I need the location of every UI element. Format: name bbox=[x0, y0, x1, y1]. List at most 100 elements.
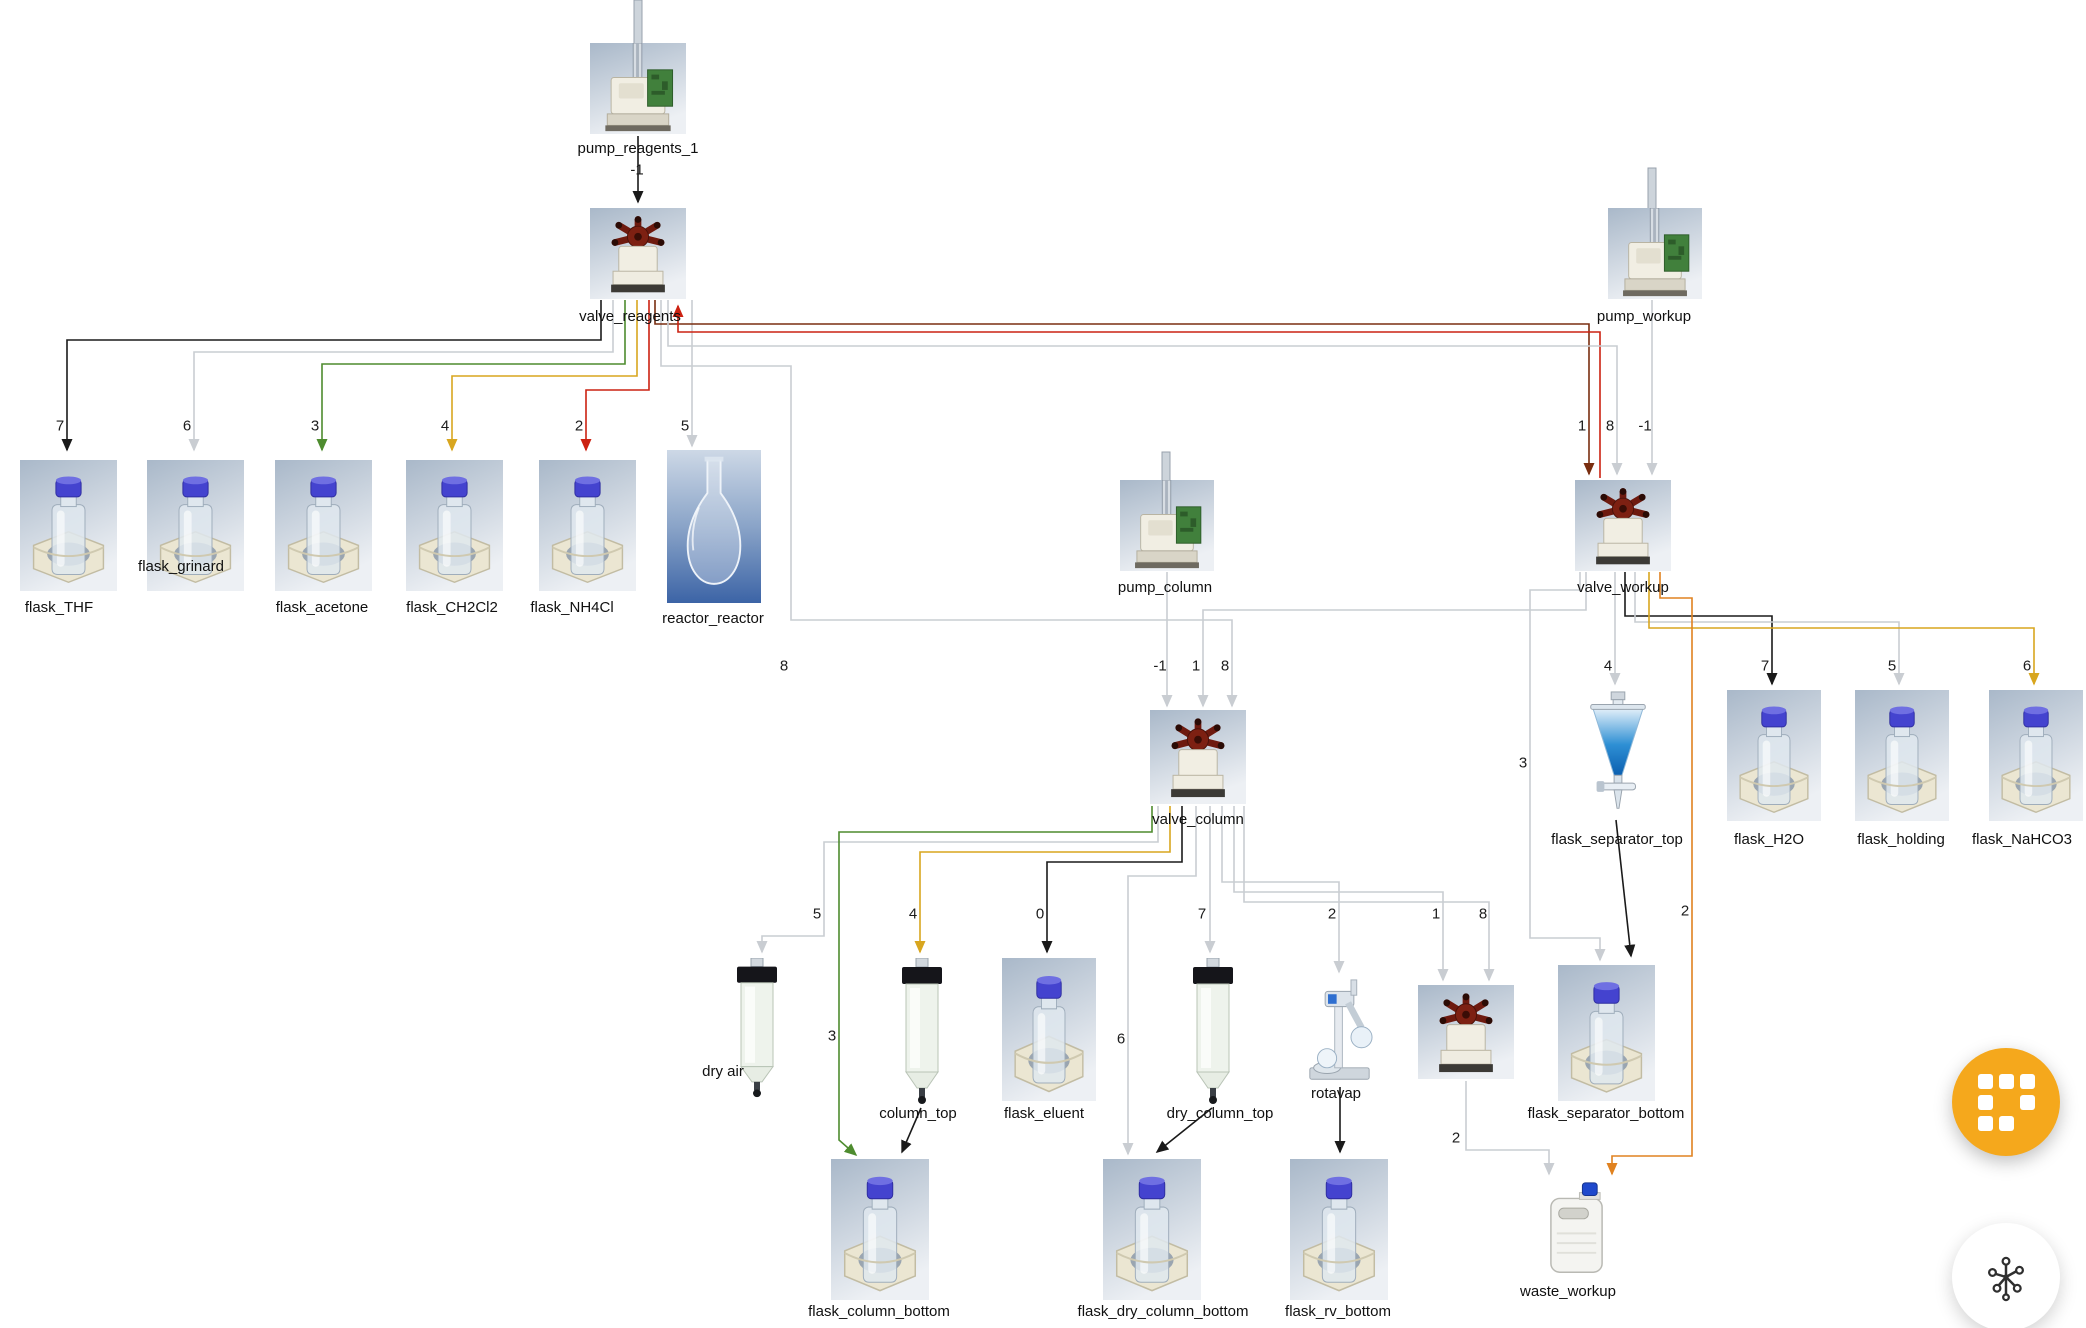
flask-image bbox=[406, 460, 503, 591]
node-label-flask-rv-bottom: flask_rv_bottom bbox=[1285, 1303, 1391, 1320]
edge-line-17 bbox=[1648, 572, 2040, 686]
edge-port-label: 2 bbox=[574, 417, 584, 435]
flask-image bbox=[1727, 690, 1821, 821]
edge-line-8 bbox=[654, 300, 1595, 476]
node-pump-workup[interactable] bbox=[1608, 208, 1702, 299]
pump-rod bbox=[1647, 167, 1657, 211]
edge-line-31 bbox=[901, 1107, 922, 1154]
edge-line-2 bbox=[188, 300, 614, 452]
edge-port-label: 8 bbox=[779, 657, 789, 675]
node-valve-workup[interactable] bbox=[1575, 480, 1671, 571]
node-valve-separator[interactable] bbox=[1418, 985, 1514, 1079]
brain-circuit-icon bbox=[1988, 1256, 2024, 1302]
node-label-flask-separator-bottom: flask_separator_bottom bbox=[1527, 1105, 1685, 1122]
node-label-dry-air: dry air bbox=[702, 1063, 744, 1080]
edge-port-label: -1 bbox=[630, 161, 644, 179]
edge-port-label: 6 bbox=[1116, 1030, 1126, 1048]
node-label-pump-workup: pump_workup bbox=[1596, 308, 1692, 325]
node-label-valve-column: valve_column bbox=[1152, 811, 1244, 828]
edge-port-label: 3 bbox=[827, 1027, 837, 1045]
edge-port-label: 5 bbox=[812, 905, 822, 923]
node-flask-thf[interactable] bbox=[20, 460, 117, 591]
node-flask-column-bottom[interactable] bbox=[831, 1159, 929, 1300]
node-label-pump-column: pump_column bbox=[1117, 579, 1213, 596]
edge-line-26 bbox=[838, 806, 1153, 1157]
edge-port-label: 6 bbox=[2022, 657, 2032, 675]
node-flask-nh4cl[interactable] bbox=[539, 460, 636, 591]
node-column-top[interactable] bbox=[895, 958, 949, 1106]
flask-image bbox=[20, 460, 117, 591]
reactor-image bbox=[667, 450, 761, 603]
valve-image bbox=[1418, 985, 1514, 1079]
pump-image bbox=[1120, 480, 1214, 571]
pump-image bbox=[590, 43, 686, 134]
node-label-pump-reagents-1: pump_reagents_1 bbox=[577, 140, 699, 157]
node-pump-column[interactable] bbox=[1120, 480, 1214, 571]
node-label-dry-column-top: dry_column_top bbox=[1166, 1105, 1274, 1122]
edge-line-9 bbox=[672, 304, 1601, 478]
node-dry-column-top[interactable] bbox=[1186, 958, 1240, 1106]
edge-port-label: -1 bbox=[1638, 417, 1652, 435]
edge-line-32 bbox=[1155, 1107, 1213, 1153]
node-label-flask-h2o: flask_H2O bbox=[1733, 831, 1805, 848]
node-label-flask-nahco3: flask_NaHCO3 bbox=[1971, 831, 2073, 848]
edge-line-18 bbox=[1529, 572, 1606, 962]
edge-port-label: 1 bbox=[1431, 905, 1441, 923]
flask-image bbox=[1002, 958, 1096, 1101]
edge-port-label: 0 bbox=[1035, 905, 1045, 923]
column-image bbox=[1186, 958, 1240, 1106]
flask-image bbox=[831, 1159, 929, 1300]
node-pump-reagents-1[interactable] bbox=[590, 43, 686, 134]
node-valve-reagents[interactable] bbox=[590, 208, 686, 299]
edge-line-10 bbox=[667, 300, 1623, 476]
node-reactor[interactable] bbox=[667, 450, 761, 603]
valve-image bbox=[1575, 480, 1671, 571]
node-rotavap[interactable] bbox=[1306, 978, 1373, 1085]
node-valve-column[interactable] bbox=[1150, 710, 1246, 804]
edge-line-1 bbox=[61, 300, 602, 452]
edge-line-19 bbox=[756, 806, 1159, 954]
edge-line-20 bbox=[914, 806, 1171, 954]
assistant-button[interactable] bbox=[1952, 1223, 2060, 1328]
edge-line-13 bbox=[1197, 572, 1587, 708]
edge-port-label: 6 bbox=[182, 417, 192, 435]
node-label-reactor: reactor_reactor bbox=[662, 610, 764, 627]
node-flask-h2o[interactable] bbox=[1727, 690, 1821, 821]
edge-line-24 bbox=[1233, 806, 1449, 982]
edge-port-label: 4 bbox=[440, 417, 450, 435]
edge-port-label: 1 bbox=[1577, 417, 1587, 435]
edge-line-4 bbox=[446, 300, 638, 452]
node-flask-separator-bottom[interactable] bbox=[1558, 965, 1655, 1101]
separating-funnel-image bbox=[1581, 690, 1655, 818]
node-flask-rv-bottom[interactable] bbox=[1290, 1159, 1388, 1300]
edge-port-label: 3 bbox=[1518, 754, 1528, 772]
node-flask-ch2cl2[interactable] bbox=[406, 460, 503, 591]
pump-rod bbox=[633, 0, 643, 46]
node-flask-eluent[interactable] bbox=[1002, 958, 1096, 1101]
edge-port-label: 4 bbox=[908, 905, 918, 923]
node-flask-acetone[interactable] bbox=[275, 460, 372, 591]
edge-port-label: 8 bbox=[1605, 417, 1615, 435]
valve-image bbox=[590, 208, 686, 299]
apps-button[interactable] bbox=[1952, 1048, 2060, 1156]
node-flask-holding[interactable] bbox=[1855, 690, 1949, 821]
rotavap-image bbox=[1306, 978, 1373, 1085]
node-flask-separator-top[interactable] bbox=[1581, 690, 1655, 818]
flask-image bbox=[275, 460, 372, 591]
node-flask-dry-column-bottom[interactable] bbox=[1103, 1159, 1201, 1300]
node-label-flask-dry-column-bottom: flask_dry_column_bottom bbox=[1077, 1303, 1249, 1320]
edge-line-21 bbox=[1041, 806, 1183, 954]
edge-port-label: -1 bbox=[1153, 657, 1167, 675]
edge-line-16 bbox=[1634, 572, 1905, 686]
node-waste-workup[interactable] bbox=[1545, 1179, 1608, 1280]
flask-image bbox=[539, 460, 636, 591]
grid-squares-icon bbox=[1977, 1073, 2035, 1131]
edge-line-28 bbox=[1606, 572, 1693, 1176]
node-label-flask-grinard: flask_grinard bbox=[138, 558, 224, 575]
edge-port-label: 2 bbox=[1451, 1129, 1461, 1147]
node-label-flask-ch2cl2: flask_CH2Cl2 bbox=[406, 599, 498, 616]
node-flask-nahco3[interactable] bbox=[1989, 690, 2083, 821]
pump-image bbox=[1608, 208, 1702, 299]
